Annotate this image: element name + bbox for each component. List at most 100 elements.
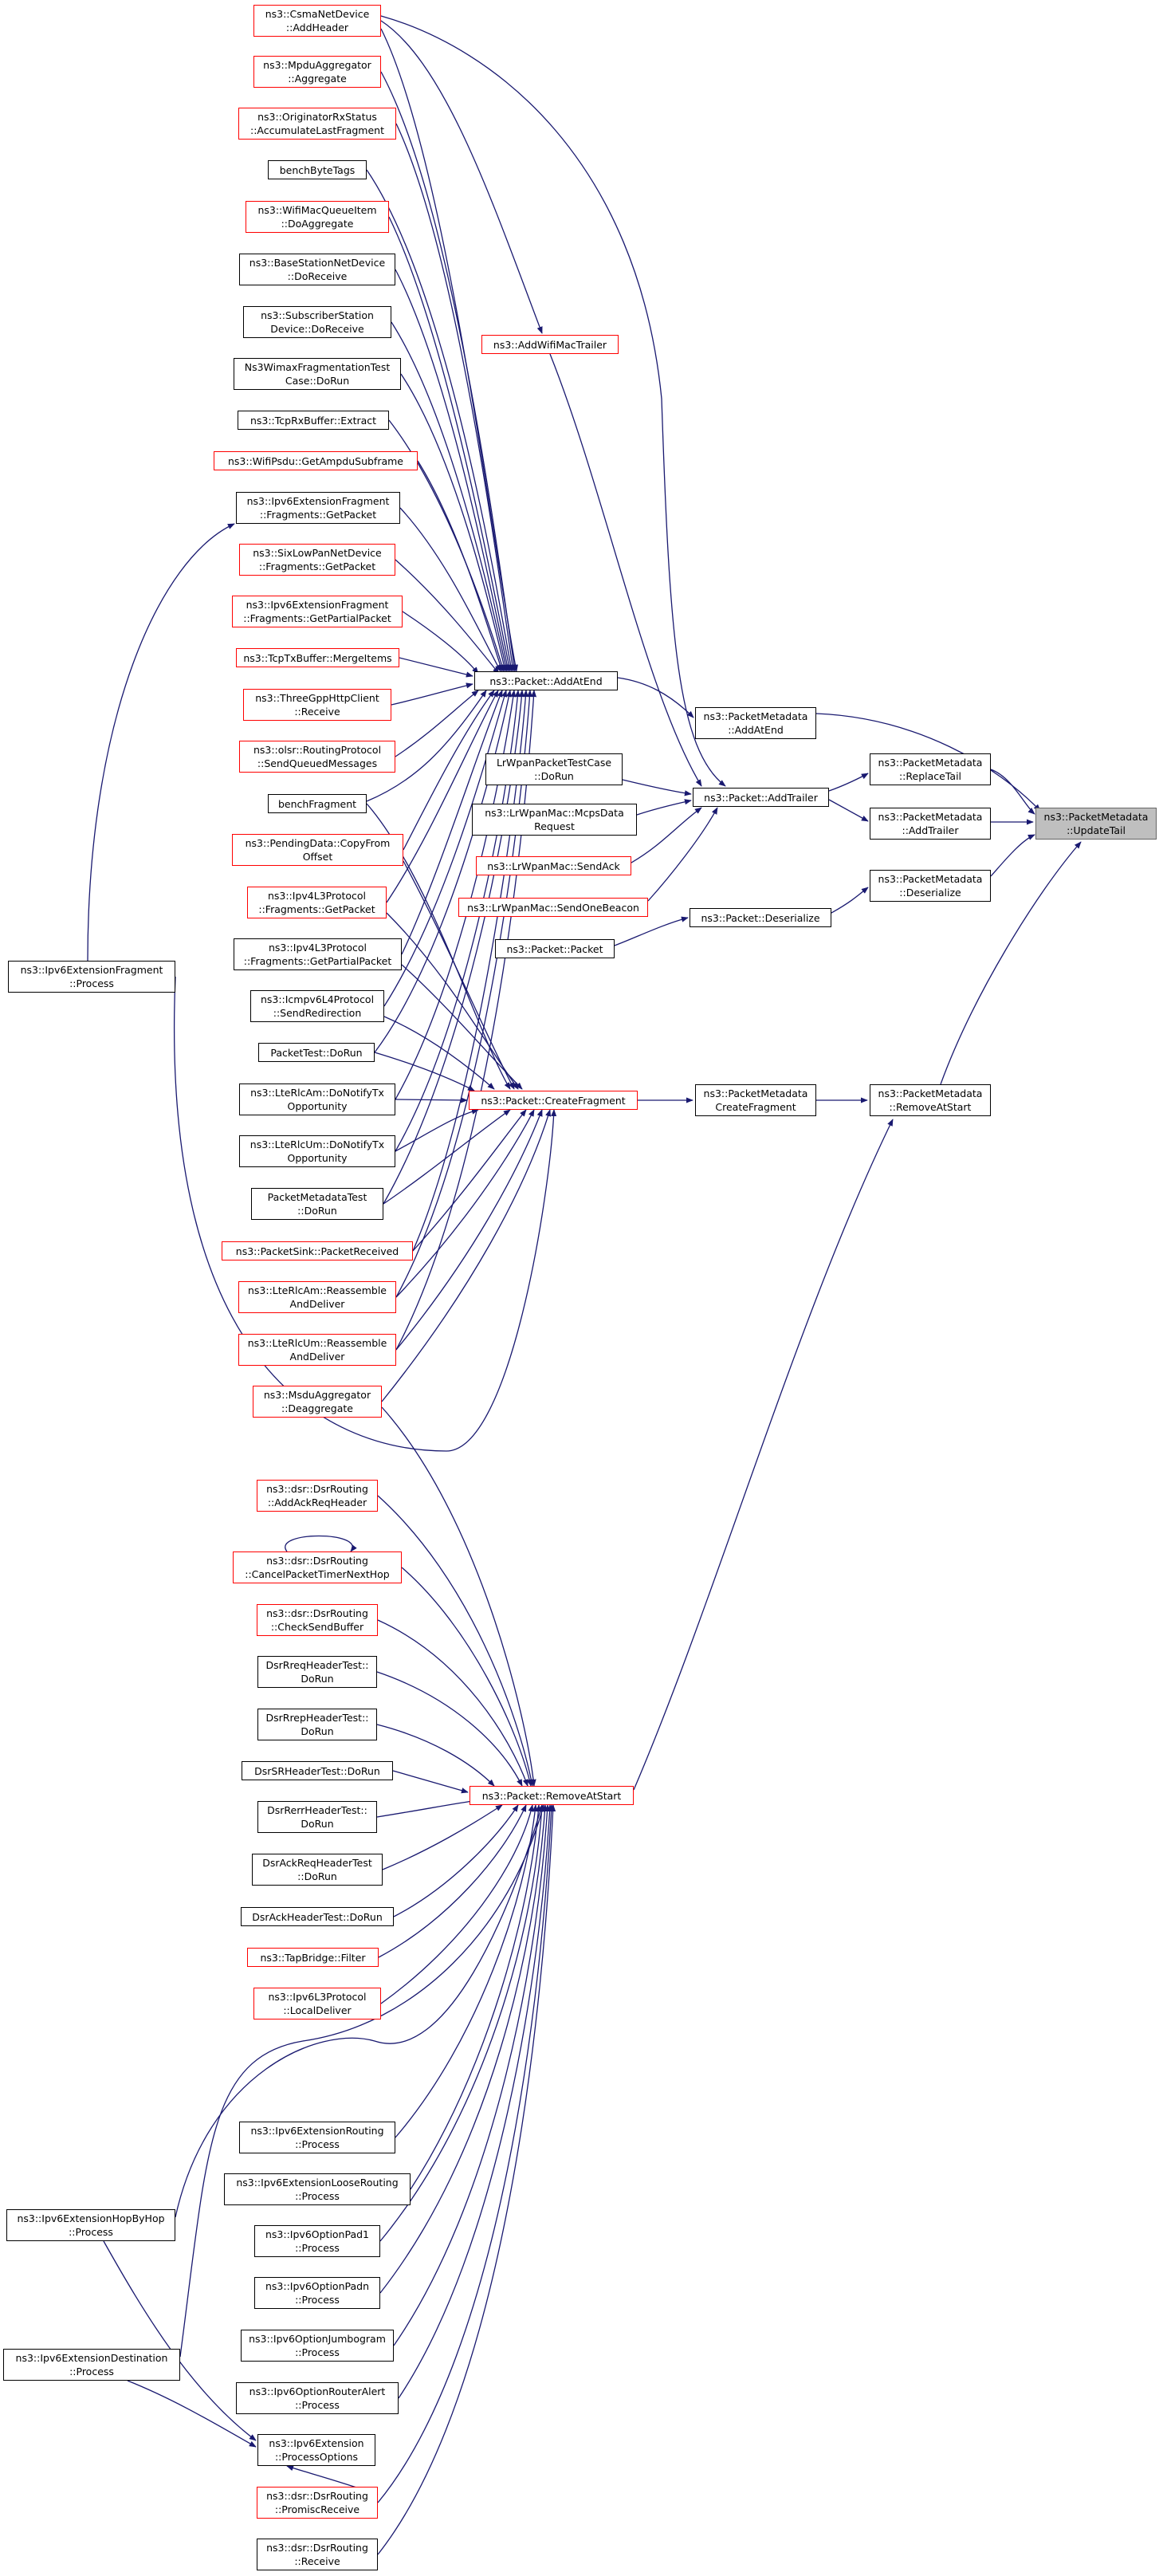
node-ipv6optionrouteralert[interactable]: ns3::Ipv6OptionRouterAlert::Process	[236, 2382, 399, 2414]
call-edge	[391, 682, 473, 706]
call-edge	[990, 769, 1035, 815]
node-wifipsdu[interactable]: ns3::WifiPsdu::GetAmpduSubframe	[214, 451, 418, 470]
node-packetmetadata-replacetail[interactable]: ns3::PacketMetadata::ReplaceTail	[870, 753, 991, 785]
node-packetmetadata-addatend[interactable]: ns3::PacketMetadata::AddAtEnd	[695, 707, 816, 739]
node-label: DsrRreqHeaderTest::	[265, 1659, 369, 1671]
node-addwifimactrailer[interactable]: ns3::AddWifiMacTrailer	[481, 335, 619, 354]
call-edge	[395, 690, 517, 1100]
node-lrwpanpackettestcase[interactable]: LrWpanPacketTestCase::DoRun	[485, 753, 623, 785]
call-edge	[395, 1804, 538, 2138]
call-edge	[647, 807, 718, 902]
node-dsr-addackreqheader[interactable]: ns3::dsr::DsrRouting::AddAckReqHeader	[257, 1480, 378, 1512]
call-edge	[400, 373, 507, 672]
node-label: DsrAckHeaderTest::DoRun	[252, 1910, 383, 1923]
node-dsrsrheadertest[interactable]: DsrSRHeaderTest::DoRun	[242, 1761, 393, 1780]
call-edge	[395, 559, 500, 674]
node-packetmetadata-deserialize[interactable]: ns3::PacketMetadata::Deserialize	[870, 870, 991, 902]
node-packet-createfragment[interactable]: ns3::Packet::CreateFragment	[469, 1091, 638, 1110]
node-dsrrreqheadertest[interactable]: DsrRreqHeaderTest::DoRun	[257, 1656, 377, 1688]
node-packet-removeatstart[interactable]: ns3::Packet::RemoveAtStart	[470, 1786, 634, 1805]
node-originatorrxstatus[interactable]: ns3::OriginatorRxStatus::AccumulateLastF…	[238, 108, 396, 140]
node-dsr-promiscreceive[interactable]: ns3::dsr::DsrRouting::PromiscReceive	[257, 2487, 378, 2519]
node-packet-addtrailer[interactable]: ns3::Packet::AddTrailer	[693, 788, 829, 807]
node-dsr-receive[interactable]: ns3::dsr::DsrRouting::Receive	[257, 2539, 378, 2570]
node-dsrackheadertest[interactable]: DsrAckHeaderTest::DoRun	[241, 1907, 394, 1926]
node-label: ns3::PacketMetadata	[878, 1087, 983, 1099]
node-dsrrerrheadertest[interactable]: DsrRerrHeaderTest::DoRun	[257, 1801, 377, 1833]
node-packetmetadatatest[interactable]: PacketMetadataTest::DoRun	[251, 1188, 383, 1220]
node-ipv4l3-getpacket[interactable]: ns3::Ipv4L3Protocol::Fragments::GetPacke…	[247, 887, 387, 918]
node-dsr-checksendbuffer[interactable]: ns3::dsr::DsrRouting::CheckSendBuffer	[257, 1604, 378, 1636]
call-edge	[179, 1804, 545, 2358]
call-edge	[828, 799, 869, 822]
node-msduaggregator-deaggregate[interactable]: ns3::MsduAggregator::Deaggregate	[253, 1386, 382, 1418]
call-edge	[633, 1119, 894, 1791]
node-basestationnetdevice[interactable]: ns3::BaseStationNetDevice::DoReceive	[239, 254, 395, 285]
node-ipv6fragment-getpacket[interactable]: ns3::Ipv6ExtensionFragment::Fragments::G…	[236, 492, 400, 524]
node-label: ns3::Ipv6OptionRouterAlert	[249, 2385, 386, 2397]
node-ipv6extension-processoptions[interactable]: ns3::Ipv6Extension::ProcessOptions	[257, 2434, 375, 2466]
call-edge	[393, 1804, 519, 1917]
node-benchfragment[interactable]: benchFragment	[268, 794, 367, 813]
node-csmanetdevice-addheader[interactable]: ns3::CsmaNetDevice::AddHeader	[253, 5, 381, 37]
node-tcprxbuffer-extract[interactable]: ns3::TcpRxBuffer::Extract	[238, 411, 389, 430]
node-label: ::Fragments::GetPartialPacket	[243, 955, 392, 967]
node-ipv6l3-localdeliver[interactable]: ns3::Ipv6L3Protocol::LocalDeliver	[253, 1988, 381, 2020]
node-packet-addatend[interactable]: ns3::Packet::AddAtEnd	[474, 671, 618, 690]
node-label: ns3::olsr::RoutingProtocol	[253, 744, 382, 756]
node-sixlowpan-getpacket[interactable]: ns3::SixLowPanNetDevice::Fragments::GetP…	[239, 544, 395, 576]
node-dsrrrepheadertest[interactable]: DsrRrepHeaderTest::DoRun	[257, 1709, 377, 1740]
node-ipv6fragment-getpartialpacket[interactable]: ns3::Ipv6ExtensionFragment::Fragments::G…	[232, 596, 403, 627]
node-packetmetadata-removeatstart[interactable]: ns3::PacketMetadata::RemoveAtStart	[870, 1084, 991, 1116]
node-label: ::SendQueuedMessages	[257, 757, 378, 769]
call-edge	[377, 1804, 555, 2503]
node-ipv6extensiondestination[interactable]: ns3::Ipv6ExtensionDestination::Process	[3, 2349, 180, 2381]
node-dsrackreqheadertest[interactable]: DsrAckReqHeaderTest::DoRun	[252, 1854, 383, 1886]
node-packet-packet[interactable]: ns3::Packet::Packet	[495, 939, 615, 958]
node-label: ::Process	[295, 2346, 340, 2358]
node-olsr-sendqueuedmessages[interactable]: ns3::olsr::RoutingProtocol::SendQueuedMe…	[239, 741, 395, 773]
node-ipv6extensionlooserouting[interactable]: ns3::Ipv6ExtensionLooseRouting::Process	[224, 2173, 411, 2205]
node-packetsink-packetreceived[interactable]: ns3::PacketSink::PacketReceived	[222, 1241, 413, 1260]
node-label: ns3::SixLowPanNetDevice	[253, 547, 382, 559]
node-ipv4l3-getpartialpacket[interactable]: ns3::Ipv4L3Protocol::Fragments::GetParti…	[234, 938, 402, 970]
node-wifimacqueueitem[interactable]: ns3::WifiMacQueueItem::DoAggregate	[246, 201, 389, 233]
node-label: ::Aggregate	[288, 73, 347, 85]
node-ipv6optionpad1[interactable]: ns3::Ipv6OptionPad1::Process	[254, 2225, 380, 2257]
node-benchbytetags[interactable]: benchByteTags	[268, 160, 367, 179]
node-packetmetadata-addtrailer[interactable]: ns3::PacketMetadata::AddTrailer	[870, 808, 991, 840]
node-ipv6fragment-process[interactable]: ns3::Ipv6ExtensionFragment::Process	[8, 961, 175, 993]
node-tcptxbuffer-mergeitems[interactable]: ns3::TcpTxBuffer::MergeItems	[236, 648, 399, 667]
node-packettest-dorun[interactable]: PacketTest::DoRun	[258, 1043, 375, 1062]
node-packet-deserialize[interactable]: ns3::Packet::Deserialize	[690, 908, 831, 927]
node-lrwpanmac-sendonebeacon[interactable]: ns3::LrWpanMac::SendOneBeacon	[458, 898, 648, 917]
node-tapbridge-filter[interactable]: ns3::TapBridge::Filter	[247, 1948, 379, 1967]
node-ipv6extensionhopbyhop[interactable]: ns3::Ipv6ExtensionHopByHop::Process	[6, 2209, 175, 2241]
node-mpduaggregator-aggregate[interactable]: ns3::MpduAggregator::Aggregate	[253, 56, 381, 88]
node-label: ns3::Ipv6OptionPadn	[265, 2280, 369, 2292]
node-ipv6extensionrouting[interactable]: ns3::Ipv6ExtensionRouting::Process	[239, 2122, 395, 2153]
node-threegpphttpclient[interactable]: ns3::ThreeGppHttpClient::Receive	[243, 689, 391, 721]
node-lrwpanmac-sendack[interactable]: ns3::LrWpanMac::SendAck	[476, 856, 631, 875]
node-label: ::Deserialize	[899, 887, 961, 899]
node-packetmetadata-updatetail[interactable]: ns3::PacketMetadata::UpdateTail	[1035, 808, 1157, 840]
call-edge	[395, 1109, 535, 1298]
node-label: ns3::BaseStationNetDevice	[249, 257, 386, 269]
call-edge	[386, 912, 519, 1090]
node-dsr-cancelpackettimer[interactable]: ns3::dsr::DsrRouting::CancelPacketTimerN…	[233, 1551, 402, 1583]
node-label: ns3::Ipv6ExtensionFragment	[246, 495, 390, 507]
node-icmpv6-sendredirection[interactable]: ns3::Icmpv6L4Protocol::SendRedirection	[250, 990, 384, 1022]
node-ipv6optionjumbogram[interactable]: ns3::Ipv6OptionJumbogram::Process	[241, 2330, 394, 2362]
node-label: ns3::PacketMetadata	[703, 710, 808, 722]
node-ipv6optionpadn[interactable]: ns3::Ipv6OptionPadn::Process	[254, 2277, 380, 2309]
